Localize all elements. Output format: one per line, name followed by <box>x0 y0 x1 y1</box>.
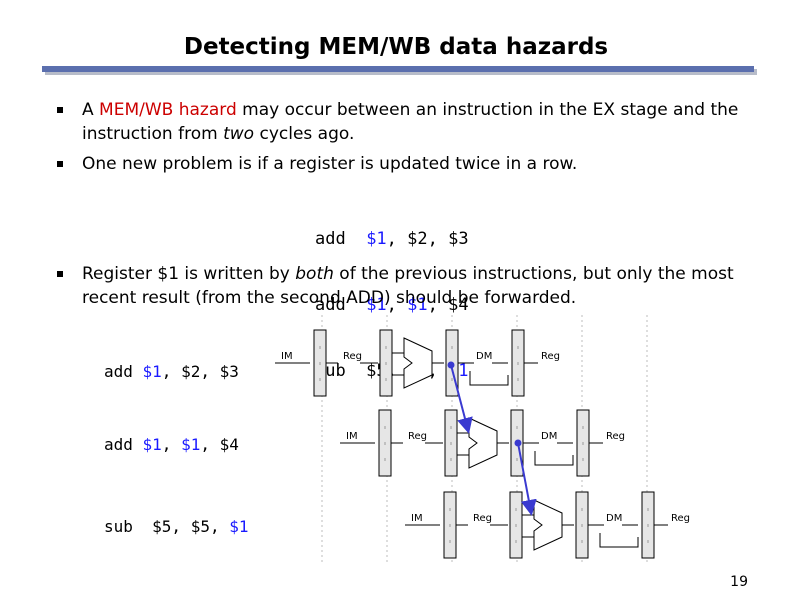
slide-title: Detecting MEM/WB data hazards <box>183 34 609 60</box>
reg-read-label-2: Reg <box>408 431 427 442</box>
forwarding-arrow-2 <box>517 442 537 516</box>
reg-write-label-2: Reg <box>606 431 625 442</box>
bullet-2: One new problem is if a register is upda… <box>56 152 756 176</box>
dm-label-1: DM <box>476 351 492 362</box>
forwarding-origin-1 <box>447 361 455 369</box>
forwarding-origin-2 <box>514 439 522 447</box>
pipeline-instr-2: add $1, $1, $4 <box>104 435 239 454</box>
alu-2 <box>468 417 498 469</box>
pipeline-instr-1: add $1, $2, $3 <box>104 362 239 381</box>
code-line-1: add $1, $2, $3 <box>315 229 469 249</box>
dm-label-2: DM <box>541 431 557 442</box>
reg-write-label-3: Reg <box>671 513 690 524</box>
reg-read-label-3: Reg <box>473 513 492 524</box>
bullet-list: A MEM/WB hazard may occur between an ins… <box>56 98 756 182</box>
im-label-2: IM <box>346 431 358 442</box>
bullet-1: A MEM/WB hazard may occur between an ins… <box>56 98 756 146</box>
reg-write-label-1: Reg <box>541 351 560 362</box>
hazard-term: MEM/WB hazard <box>99 100 237 120</box>
bullet-3: Register $1 is written by both of the pr… <box>56 262 756 310</box>
title-underline <box>42 66 754 72</box>
bullet-list-2: Register $1 is written by both of the pr… <box>56 262 756 316</box>
alu-1 <box>403 337 433 389</box>
im-label-3: IM <box>411 513 423 524</box>
dm-label-3: DM <box>606 513 622 524</box>
reg-read-label-1: Reg <box>343 351 362 362</box>
code-line-2: add $1, $1, $4 <box>315 295 469 315</box>
im-label-1: IM <box>281 351 293 362</box>
pipeline-instr-3: sub $5, $5, $1 <box>104 517 249 536</box>
alu-3 <box>533 499 563 551</box>
page-number: 19 <box>730 574 748 590</box>
forwarding-arrow-1 <box>450 364 473 434</box>
